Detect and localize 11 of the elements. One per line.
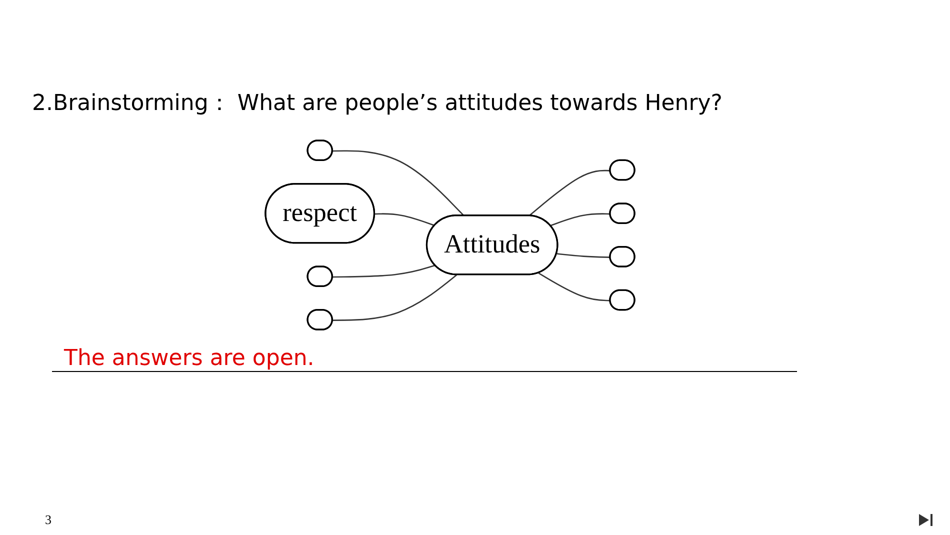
connector: [332, 150, 465, 216]
connector: [374, 213, 436, 226]
connector: [332, 264, 436, 278]
answer-text: The answers are open.: [64, 346, 314, 371]
slide-title: 2.Brainstorming： What are people’s attitudes towards Henry?: [32, 90, 722, 118]
connector: [550, 213, 611, 226]
connector: [556, 253, 611, 258]
connector: [332, 274, 457, 321]
connector: [538, 272, 611, 302]
connector: [528, 170, 611, 216]
page-number: 3: [45, 512, 52, 528]
